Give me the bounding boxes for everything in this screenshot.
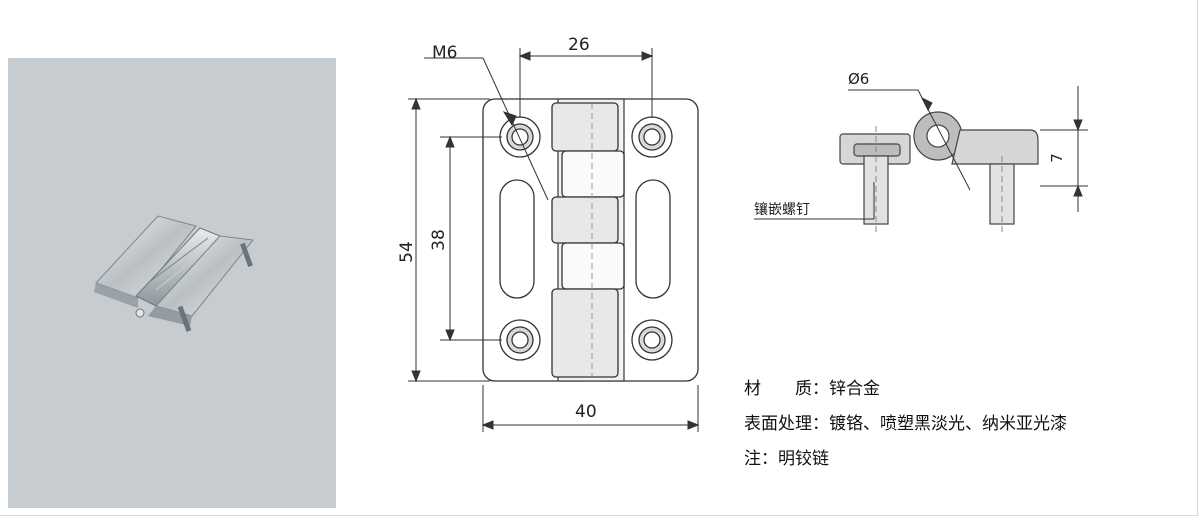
spec-finish-label: 表面处理： <box>744 414 829 434</box>
callout-insert-screw: 镶嵌螺钉 <box>754 201 810 218</box>
spec-note: 注：明铰链 <box>744 442 1067 477</box>
spec-finish-value: 镀铬、喷塑黑淡光、纳米亚光漆 <box>829 414 1067 434</box>
spec-note-label: 注： <box>744 449 778 469</box>
spec-note-value: 明铰链 <box>778 449 829 469</box>
technical-drawing: 26 40 M6 54 38 Ø6 7 镶嵌螺钉 <box>397 35 1088 432</box>
side-dimension-lines <box>754 86 1088 220</box>
spec-material: 材 质：锌合金 <box>744 372 1067 407</box>
dim-hole-spacing-height: 38 <box>429 229 449 251</box>
front-view <box>482 98 699 382</box>
front-dimension-lines <box>408 48 700 432</box>
spec-block: 材 质：锌合金 表面处理：镀铬、喷塑黑淡光、纳米亚光漆 注：明铰链 <box>744 372 1067 477</box>
spec-finish: 表面处理：镀铬、喷塑黑淡光、纳米亚光漆 <box>744 407 1067 442</box>
dim-thread: M6 <box>432 43 457 63</box>
product-photo <box>8 58 336 508</box>
dim-overall-height: 54 <box>397 241 417 263</box>
hinge-photo-illustration <box>94 215 254 332</box>
dim-pin-diameter: Ø6 <box>848 70 869 88</box>
dim-overall-width: 40 <box>575 402 597 422</box>
side-view <box>839 111 1039 232</box>
dim-thickness: 7 <box>1048 153 1066 163</box>
spec-material-label: 材 质： <box>744 379 829 399</box>
spec-material-value: 锌合金 <box>829 379 880 399</box>
dim-hole-spacing-width: 26 <box>568 35 590 55</box>
